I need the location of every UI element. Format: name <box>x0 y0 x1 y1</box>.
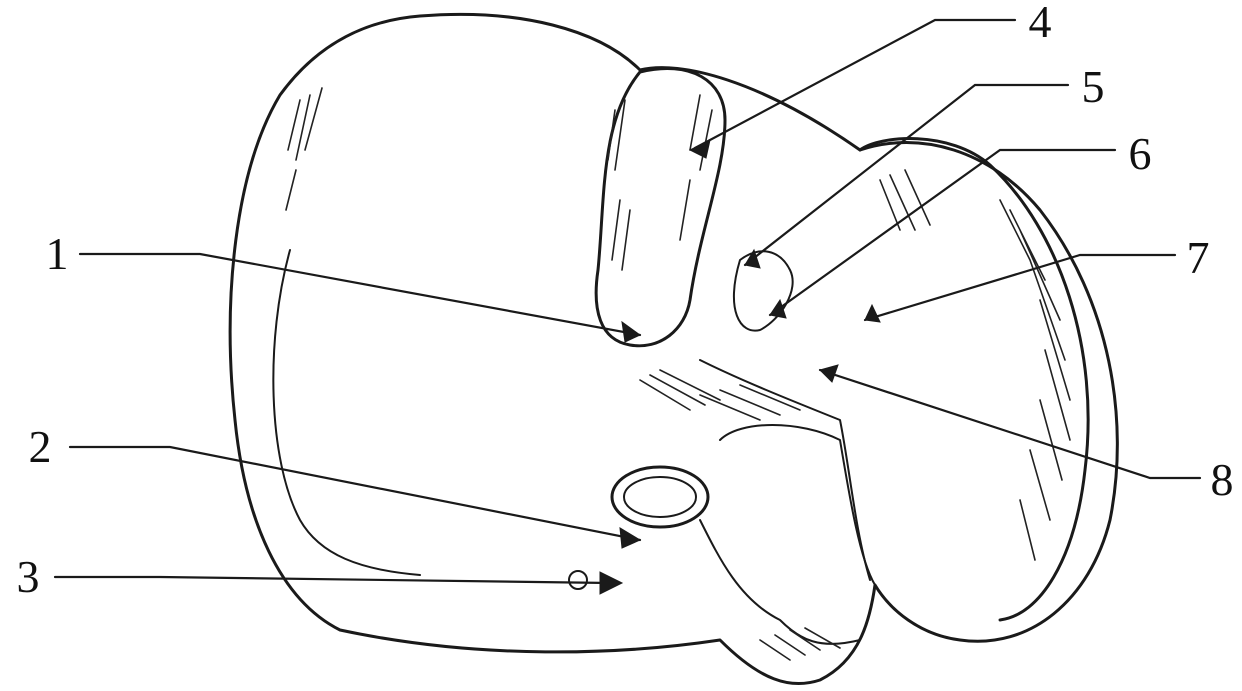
label-2: 2 <box>29 424 52 470</box>
left-lobe-contour <box>273 250 420 575</box>
caudate-region <box>734 251 793 330</box>
leader-1 <box>80 254 640 335</box>
leader-6 <box>770 150 1115 315</box>
arrow-4 <box>690 140 710 158</box>
organ-outline <box>230 14 1117 683</box>
left-contour-hatching <box>286 88 322 210</box>
label-3: 3 <box>17 554 40 600</box>
leader-8 <box>820 370 1200 478</box>
label-7: 7 <box>1187 235 1210 281</box>
vessel-ring-inner <box>624 477 696 517</box>
label-5: 5 <box>1082 64 1105 110</box>
central-hatching <box>640 370 800 420</box>
leader-7 <box>865 255 1175 320</box>
inferior-stalk <box>700 520 860 644</box>
arrow-8 <box>820 365 838 382</box>
label-1: 1 <box>46 231 69 277</box>
arrow-1 <box>622 322 640 342</box>
arrow-2 <box>620 528 640 548</box>
small-vessel <box>569 571 587 589</box>
leader-3 <box>55 577 610 583</box>
leader-lines <box>55 20 1200 583</box>
label-6: 6 <box>1129 131 1152 177</box>
label-4: 4 <box>1029 0 1052 45</box>
arrow-7 <box>865 305 880 322</box>
leader-2 <box>70 447 640 540</box>
arrow-3 <box>600 572 622 594</box>
elongated-lobe-hatching <box>608 95 712 270</box>
label-8: 8 <box>1211 457 1234 503</box>
porta-region <box>720 425 875 585</box>
